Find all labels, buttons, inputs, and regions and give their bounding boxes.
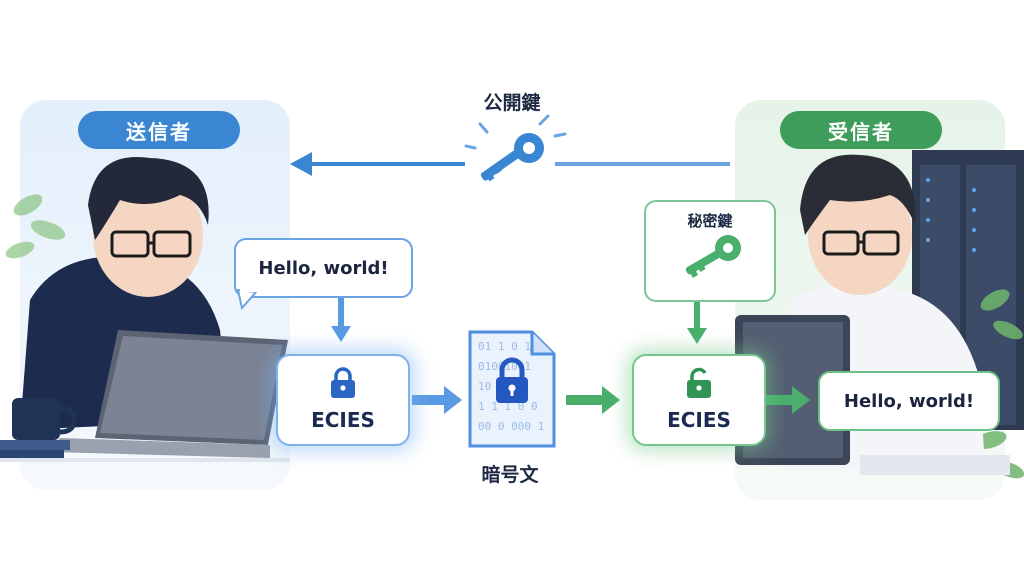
books-icon (0, 440, 70, 460)
plaintext-input-text: Hello, world! (258, 257, 389, 279)
public-key-arrow (290, 152, 730, 176)
arrow-priv-to-dec (687, 300, 707, 344)
document-icon: 01 1 0 1 01001001 10 011 1 1 1 0 0 00 0 … (468, 330, 556, 448)
arrow-cipher-to-dec (566, 386, 620, 414)
decrypt-label: ECIES (667, 408, 731, 432)
ciphertext-document: 01 1 0 1 01001001 10 011 1 1 1 0 0 00 0 … (466, 330, 556, 448)
private-key-icon (685, 235, 741, 278)
lock-closed-icon (331, 367, 355, 398)
ciphertext-label: 暗号文 (481, 464, 539, 486)
encrypt-label: ECIES (311, 408, 375, 432)
svg-text:01 1 0 1: 01 1 0 1 (478, 340, 531, 353)
decrypt-box: ECIES (632, 354, 766, 446)
encrypt-box: ECIES (276, 354, 410, 446)
private-key-box: 秘密鍵 (644, 200, 776, 302)
laptop-icon (50, 330, 288, 458)
public-key-label: 公開鍵 (483, 92, 541, 114)
lock-open-icon (687, 367, 711, 398)
public-key-icon (464, 114, 567, 182)
receiver-label: 受信者 (780, 111, 942, 149)
arrow-msg-to-enc (331, 298, 351, 342)
mug-icon (12, 398, 77, 440)
private-key-label: 秘密鍵 (687, 212, 733, 230)
plant-left-icon (5, 194, 66, 259)
arrow-enc-to-cipher (412, 386, 462, 414)
plaintext-input-bubble: Hello, world! (234, 238, 413, 298)
plaintext-output-bubble: Hello, world! (818, 371, 1000, 431)
sender-label: 送信者 (78, 111, 240, 149)
cipher-lock-icon (496, 357, 528, 403)
svg-text:00 0 000 1: 00 0 000 1 (478, 420, 544, 433)
svg-text:1 1 1 0 0: 1 1 1 0 0 (478, 400, 538, 413)
arrow-dec-to-msg (766, 386, 810, 414)
plaintext-output-text: Hello, world! (843, 390, 975, 412)
